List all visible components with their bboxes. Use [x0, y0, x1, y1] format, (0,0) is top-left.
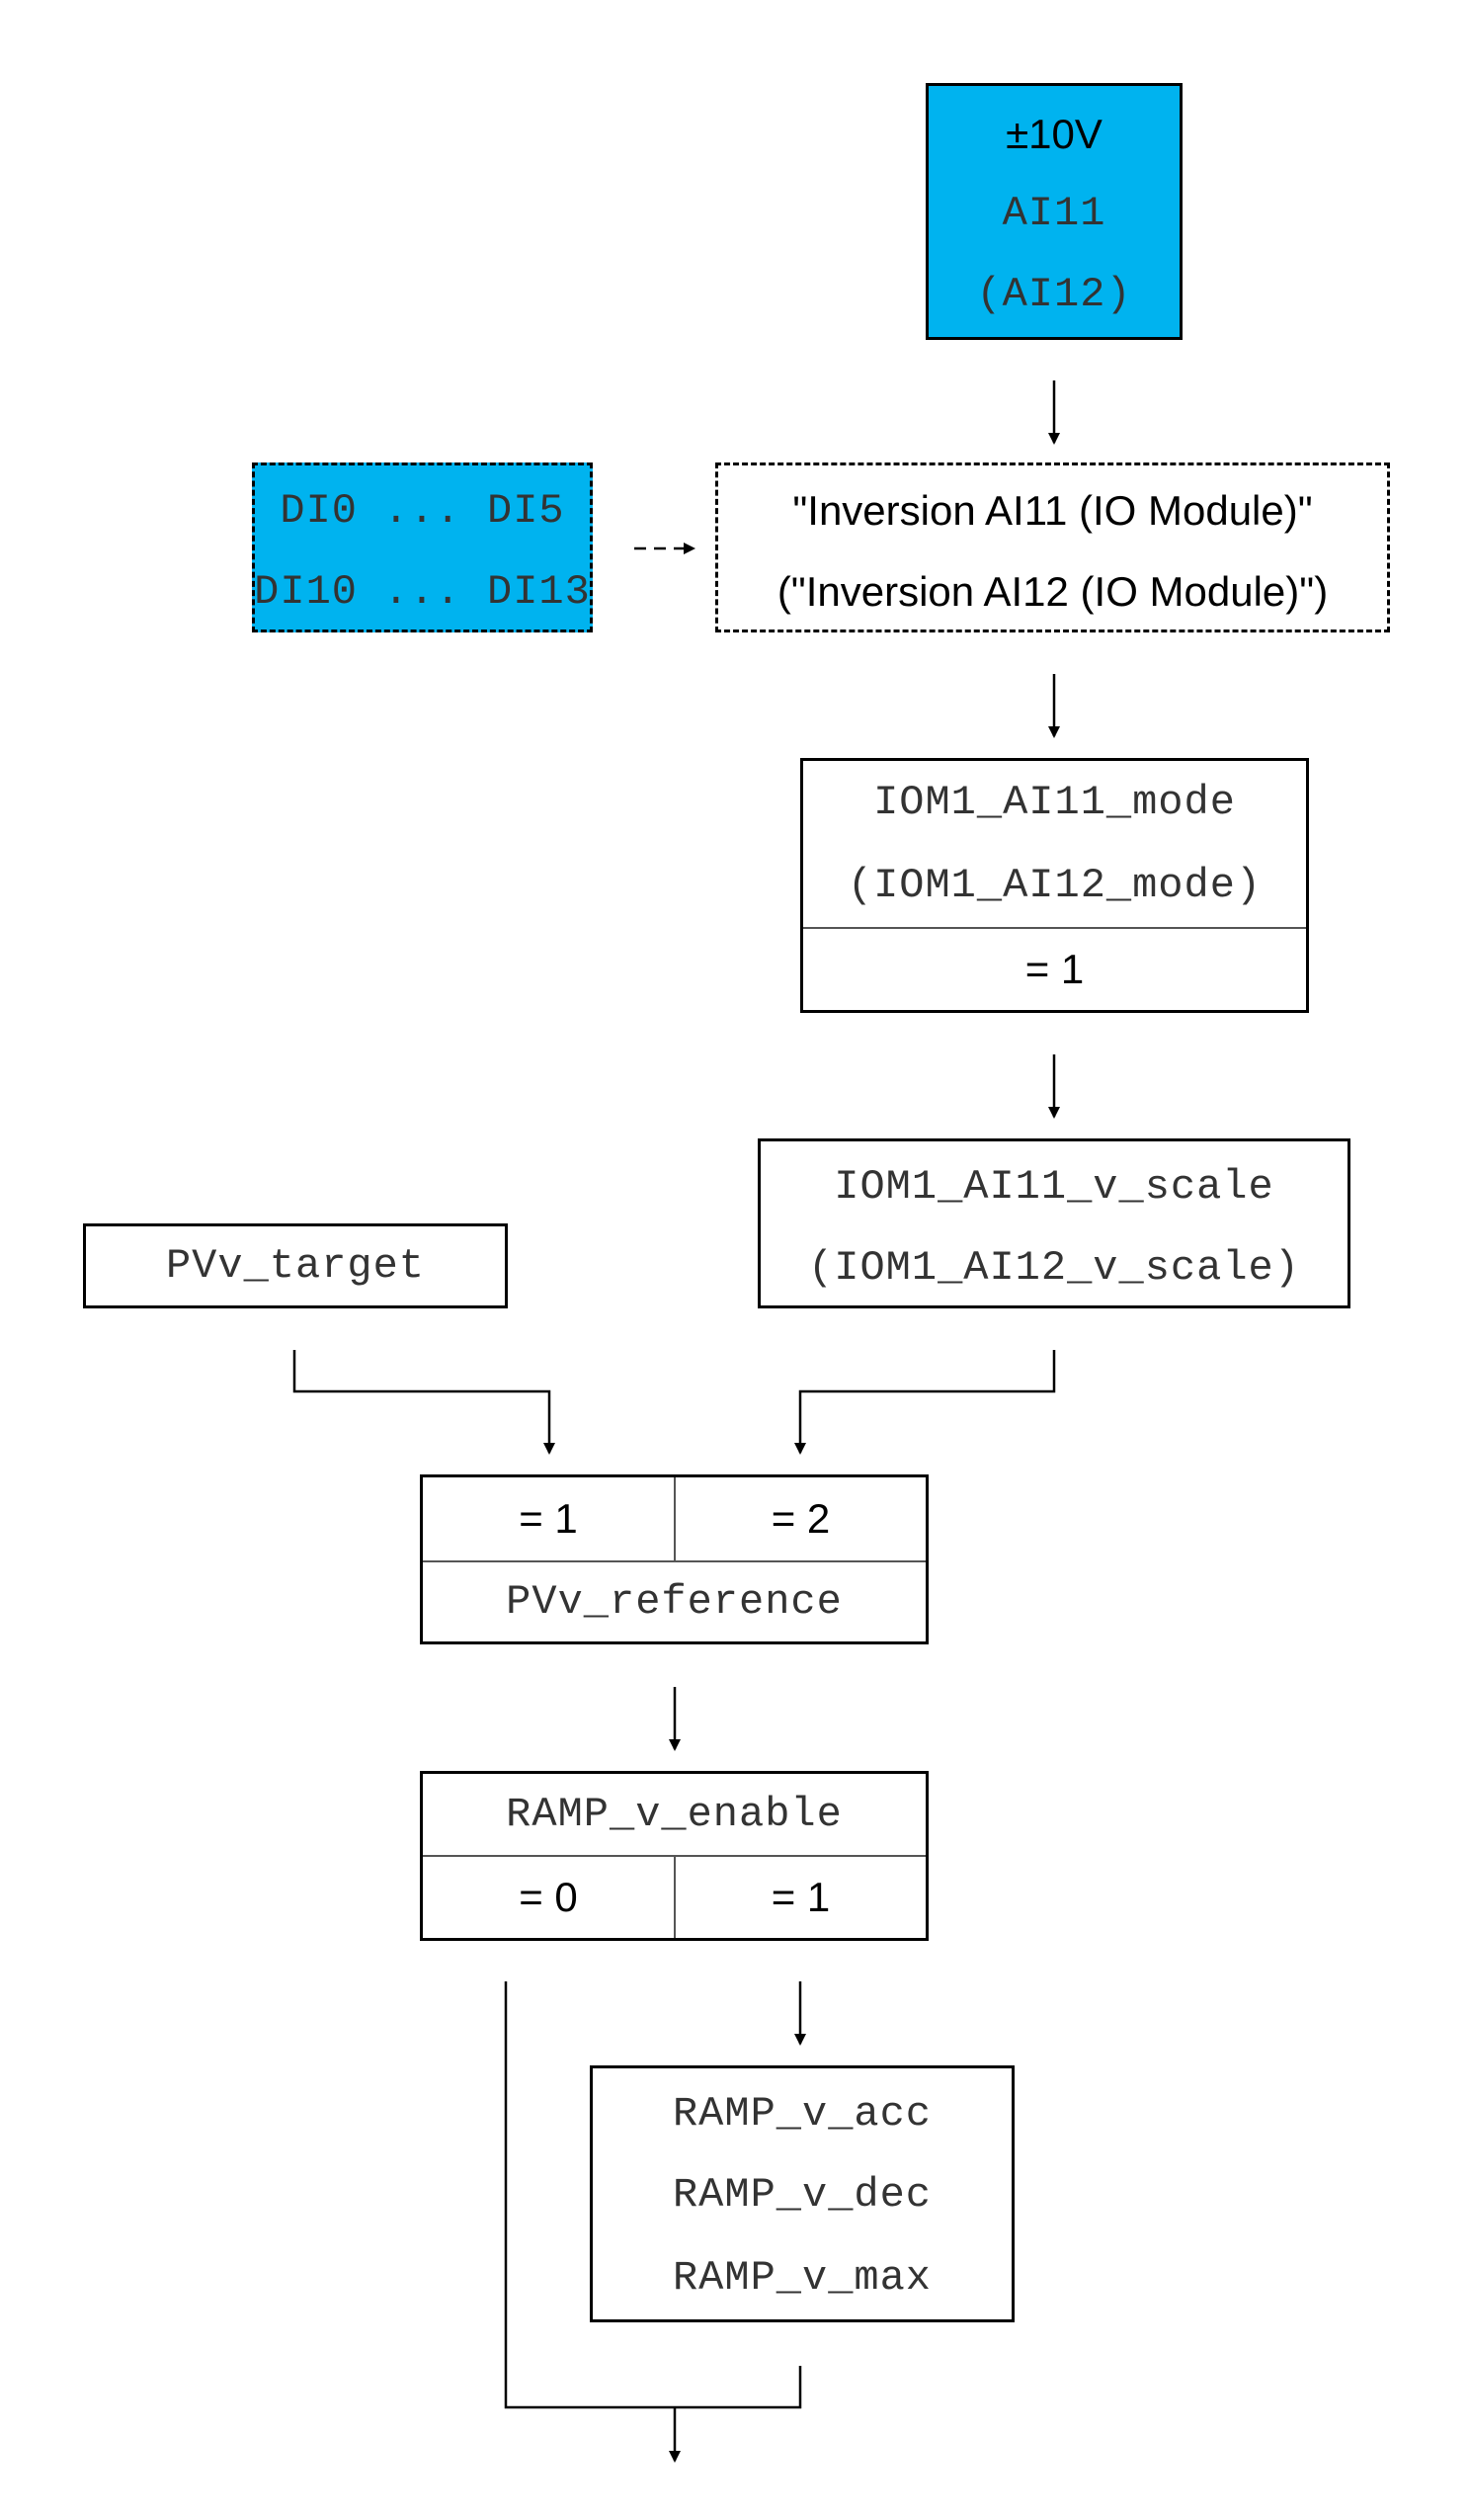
- ramp-max-label: RAMP_v_max: [672, 2254, 933, 2302]
- analog-input-alt-label: (AI12): [976, 271, 1132, 318]
- connector-scale-to-reference: [794, 1350, 1056, 1455]
- digital-inputs-line-2: DI10 ... DI13: [254, 568, 591, 616]
- ramp-enable-divider: [423, 1855, 926, 1857]
- ramp-parameters-box: RAMP_v_acc RAMP_v_dec RAMP_v_max: [590, 2065, 1015, 2322]
- analog-input-primary-label: AI11: [1002, 190, 1106, 237]
- ramp-enable-option-b: = 1: [771, 1874, 831, 1920]
- inversion-parameter-box: "Inversion AI11 (IO Module)" ("Inversion…: [715, 462, 1390, 632]
- target-param-label: PVv_target: [165, 1242, 426, 1290]
- reference-option-b: = 2: [771, 1495, 831, 1542]
- ramp-enable-option-a: = 0: [519, 1874, 578, 1920]
- mode-param-alt-label: (IOM1_AI12_mode): [847, 862, 1263, 909]
- voltage-range-label: ±10V: [1006, 111, 1102, 157]
- velocity-reference-box: = 1 = 2 PVv_reference: [420, 1474, 929, 1644]
- reference-vertical-divider: [674, 1477, 676, 1560]
- scale-param-label: IOM1_AI11_v_scale: [834, 1163, 1274, 1211]
- connector-target-to-reference: [292, 1350, 555, 1455]
- scale-param-alt-label: (IOM1_AI12_v_scale): [808, 1244, 1300, 1292]
- digital-inputs-line-1: DI0 ... DI5: [280, 487, 565, 535]
- velocity-target-box: PVv_target: [83, 1223, 508, 1308]
- digital-inputs-box: DI0 ... DI5 DI10 ... DI13: [252, 462, 593, 632]
- ramp-enable-box: RAMP_v_enable = 0 = 1: [420, 1771, 929, 1941]
- analog-voltage-input-box: ±10V AI11 (AI12): [926, 83, 1183, 340]
- mode-divider: [803, 927, 1306, 929]
- connector-bypass-line: [504, 1981, 802, 2409]
- reference-param-label: PVv_reference: [506, 1578, 843, 1626]
- mode-param-label: IOM1_AI11_mode: [873, 779, 1236, 826]
- ramp-enable-param-label: RAMP_v_enable: [506, 1791, 843, 1838]
- velocity-scale-box: IOM1_AI11_v_scale (IOM1_AI12_v_scale): [758, 1138, 1350, 1308]
- ramp-dec-label: RAMP_v_dec: [672, 2171, 933, 2219]
- mode-value-label: = 1: [1024, 946, 1085, 992]
- analog-mode-box: IOM1_AI11_mode (IOM1_AI12_mode) = 1: [800, 758, 1309, 1013]
- inversion-line-2: ("Inversion AI12 (IO Module)"): [776, 568, 1329, 615]
- reference-divider: [423, 1560, 926, 1562]
- ramp-enable-vertical-divider: [674, 1857, 676, 1938]
- reference-option-a: = 1: [519, 1495, 578, 1542]
- ramp-acc-label: RAMP_v_acc: [672, 2090, 933, 2138]
- inversion-line-1: "Inversion AI11 (IO Module)": [792, 487, 1313, 534]
